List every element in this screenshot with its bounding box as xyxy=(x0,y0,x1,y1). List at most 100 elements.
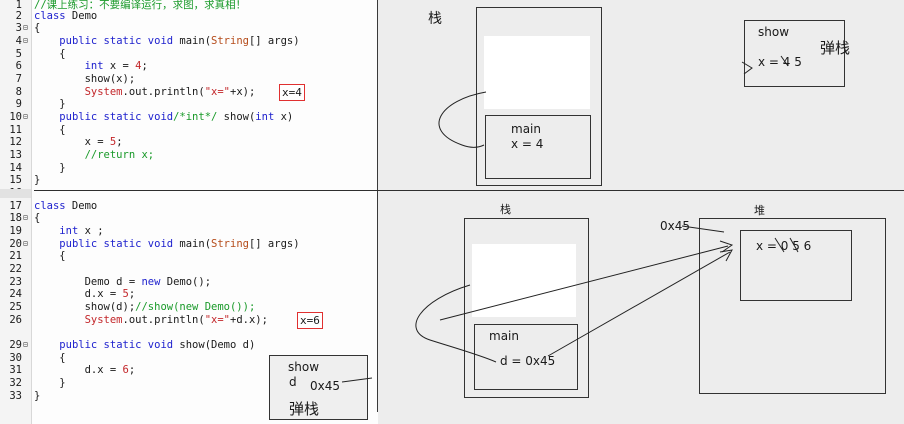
code-line: Demo d = new Demo(); xyxy=(34,276,212,288)
line-number: 7 xyxy=(15,73,22,85)
line-number: 9 xyxy=(15,98,22,110)
address-pointer xyxy=(681,225,725,233)
code-line: { xyxy=(34,124,66,136)
code-editor[interactable]: 123⊟4⊟5678910⊟1112131415161718⊟1920⊟2122… xyxy=(0,0,378,424)
line-number: 30 xyxy=(9,352,22,364)
heap-object-var: x = 0 5 6 xyxy=(756,239,812,253)
main-frame-var-bottom: d = 0x45 xyxy=(500,354,556,368)
code-line: class Demo xyxy=(34,200,98,212)
fold-toggle-icon[interactable]: ⊟ xyxy=(23,36,28,45)
line-number: 8 xyxy=(15,86,22,98)
bottom-ref-line-lower xyxy=(547,251,731,357)
code-line: public static void show(Demo d) xyxy=(59,339,256,351)
popped-show-var-top: x = 4 5 xyxy=(758,55,802,69)
code-line: int x = 4; xyxy=(84,60,148,72)
line-number-gutter: 123⊟4⊟5678910⊟1112131415161718⊟1920⊟2122… xyxy=(0,0,32,424)
popped-show-var-value: 0x45 xyxy=(310,379,341,393)
heap-label: 堆 xyxy=(754,204,765,217)
answer-box-bottom: x=6 xyxy=(297,312,323,329)
code-line: //课上练习：不要编译运行，求图，求真相！ xyxy=(34,0,247,11)
line-number: 25 xyxy=(9,301,22,313)
bottom-ref-arrowhead-lower xyxy=(719,249,733,262)
fold-toggle-icon[interactable]: ⊟ xyxy=(23,213,28,222)
code-line: { xyxy=(34,352,66,364)
main-frame-var-top: x = 4 xyxy=(511,137,544,151)
line-number: 21 xyxy=(9,250,22,262)
code-line: class Demo xyxy=(34,10,98,22)
line-number: 14 xyxy=(9,162,22,174)
line-number: 5 xyxy=(15,48,22,60)
line-number: 18 xyxy=(9,212,22,224)
stack-free-area-bottom xyxy=(472,244,576,317)
line-number: 12 xyxy=(9,136,22,148)
bottom-ref-arrowhead-upper xyxy=(719,240,734,253)
main-frame-title-top: main xyxy=(511,122,541,136)
line-number: 17 xyxy=(9,200,22,212)
code-line: { xyxy=(34,48,66,60)
line-number: 3 xyxy=(15,22,22,34)
line-number: 32 xyxy=(9,377,22,389)
horizontal-divider xyxy=(34,190,904,191)
line-number: 11 xyxy=(9,124,22,136)
heap-box xyxy=(699,218,886,394)
line-number: 10 xyxy=(9,111,22,123)
popped-label-editor: 弹栈 xyxy=(289,400,320,418)
bottom-ref-line-upper xyxy=(439,245,729,321)
heap-address-label: 0x45 xyxy=(660,219,691,233)
line-number: 23 xyxy=(9,276,22,288)
fold-toggle-icon[interactable]: ⊟ xyxy=(23,340,28,349)
editor-show-line xyxy=(341,377,373,383)
answer-box-top: x=4 xyxy=(279,84,305,101)
line-number: 26 xyxy=(9,314,22,326)
code-line: public static void/*int*/ show(int x) xyxy=(59,111,294,123)
code-line: } xyxy=(34,162,66,174)
popped-label-top: 弹栈 xyxy=(820,39,851,57)
code-line: show(x); xyxy=(34,73,136,85)
code-line: } xyxy=(34,174,41,186)
code-line: { xyxy=(34,212,41,224)
stack-label-top: 栈 xyxy=(428,11,442,27)
line-number: 2 xyxy=(15,10,22,22)
line-number: 24 xyxy=(9,288,22,300)
line-number: 1 xyxy=(15,0,22,11)
bottom-strike-0 xyxy=(774,237,785,253)
top-strike-4 xyxy=(780,55,789,67)
popped-show-frame-editor xyxy=(269,355,368,420)
code-line: //return x; xyxy=(84,149,155,161)
heap-object xyxy=(740,230,852,301)
fold-toggle-icon[interactable]: ⊟ xyxy=(23,23,28,32)
line-number: 6 xyxy=(15,60,22,72)
popped-show-title-top: show xyxy=(758,25,790,39)
line-number: 33 xyxy=(9,390,22,402)
code-line: } xyxy=(34,390,41,402)
main-frame-title-bottom: main xyxy=(489,329,519,343)
code-line: { xyxy=(34,22,41,34)
code-line: System.out.println("x="+x); xyxy=(84,86,256,98)
code-line: System.out.println("x="+d.x); xyxy=(84,314,268,326)
bottom-strike-5 xyxy=(789,237,799,253)
code-line: int x ; xyxy=(59,225,104,237)
popped-show-title-editor: show xyxy=(288,360,320,374)
top-show-arrow xyxy=(741,61,753,75)
code-line: show(d);//show(new Demo()); xyxy=(34,301,256,313)
code-line: } xyxy=(34,98,66,110)
popped-show-frame-top xyxy=(744,20,845,87)
code-line: x = 5; xyxy=(34,136,123,148)
line-number: 20 xyxy=(9,238,22,250)
top-call-curve xyxy=(438,91,487,148)
line-number: 19 xyxy=(9,225,22,237)
code-line: public static void main(String[] args) xyxy=(59,35,300,47)
line-number: 4 xyxy=(15,35,22,47)
fold-toggle-icon[interactable]: ⊟ xyxy=(23,112,28,121)
line-number: 29 xyxy=(9,339,22,351)
stack-free-area-top xyxy=(484,36,590,109)
stack-box-top xyxy=(476,7,602,186)
fold-toggle-icon[interactable]: ⊟ xyxy=(23,239,28,248)
line-number: 15 xyxy=(9,174,22,186)
line-number: 13 xyxy=(9,149,22,161)
stack-label-bottom: 栈 xyxy=(500,203,511,216)
current-line-marker xyxy=(0,189,31,198)
main-frame-bottom xyxy=(474,324,578,390)
vertical-divider xyxy=(377,0,378,412)
line-number: 22 xyxy=(9,263,22,275)
